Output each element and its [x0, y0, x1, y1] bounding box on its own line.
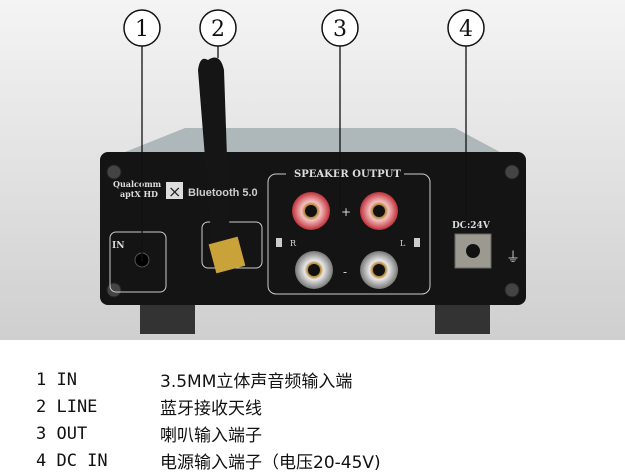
callout-number-3: 3 — [333, 17, 347, 42]
callout-circle-3 — [321, 9, 359, 47]
dc-label: DC:24V — [452, 221, 491, 231]
foot — [140, 302, 195, 334]
antenna-connector — [208, 236, 246, 274]
antenna — [198, 57, 230, 246]
in-label: IN — [112, 241, 124, 251]
right-label: R — [290, 239, 297, 248]
label-bg — [286, 166, 404, 180]
legend-item: 2 LINE 蓝牙接收天线 — [36, 393, 381, 420]
legend: 1 IN 3.5MM立体声音频输入端 2 LINE 蓝牙接收天线 3 OUT 喇叭输入… — [36, 366, 381, 474]
callout-number-1: 1 — [135, 17, 149, 42]
legend-desc: 喇叭输入端子 — [160, 426, 262, 446]
callout-circle-1 — [123, 9, 161, 47]
aptx-logo — [166, 182, 183, 199]
brand-aptx: aptX HD — [120, 189, 158, 199]
case-top — [125, 128, 500, 152]
legend-code: 1 IN — [36, 369, 77, 390]
dc-polarity-icon: ⏚ — [506, 250, 520, 266]
legend-code: 3 OUT — [36, 423, 88, 444]
minus-label: - — [343, 265, 347, 279]
speaker-icon — [276, 238, 282, 247]
legend-item: 4 DC IN 电源输入端子（电压20-45V) — [36, 447, 381, 474]
callout-number-4: 4 — [459, 17, 473, 42]
callout-circle-4 — [447, 9, 485, 47]
left-label: L — [400, 239, 406, 248]
legend-code: 4 DC IN — [36, 450, 108, 471]
foot — [435, 302, 490, 334]
plus-label: + — [341, 205, 351, 219]
callout-lines — [141, 46, 467, 262]
speaker-icon — [414, 238, 420, 247]
brand-qualcomm: Qualcomm — [113, 179, 162, 189]
legend-item: 3 OUT 喇叭输入端子 — [36, 420, 381, 447]
legend-code: 2 LINE — [36, 396, 98, 417]
product-photo: Qualcomm aptX HD × IN Bluetooth 5.0 SPEA… — [0, 0, 625, 340]
legend-desc: 电源输入端子（电压20-45V) — [160, 453, 381, 473]
binding-post-holes — [305, 205, 385, 276]
dc-jack-hole — [466, 244, 480, 258]
callout-circle-2 — [199, 9, 237, 47]
brand-bluetooth: Bluetooth 5.0 — [188, 187, 258, 199]
legend-desc: 3.5MM立体声音频输入端 — [160, 372, 353, 392]
in-frame — [109, 231, 167, 293]
speaker-output-label: SPEAKER OUTPUT — [294, 169, 401, 180]
x-mark: × — [168, 182, 181, 201]
legend-item: 1 IN 3.5MM立体声音频输入端 — [36, 366, 381, 393]
callout-number-2: 2 — [211, 17, 225, 42]
legend-desc: 蓝牙接收天线 — [160, 399, 262, 419]
